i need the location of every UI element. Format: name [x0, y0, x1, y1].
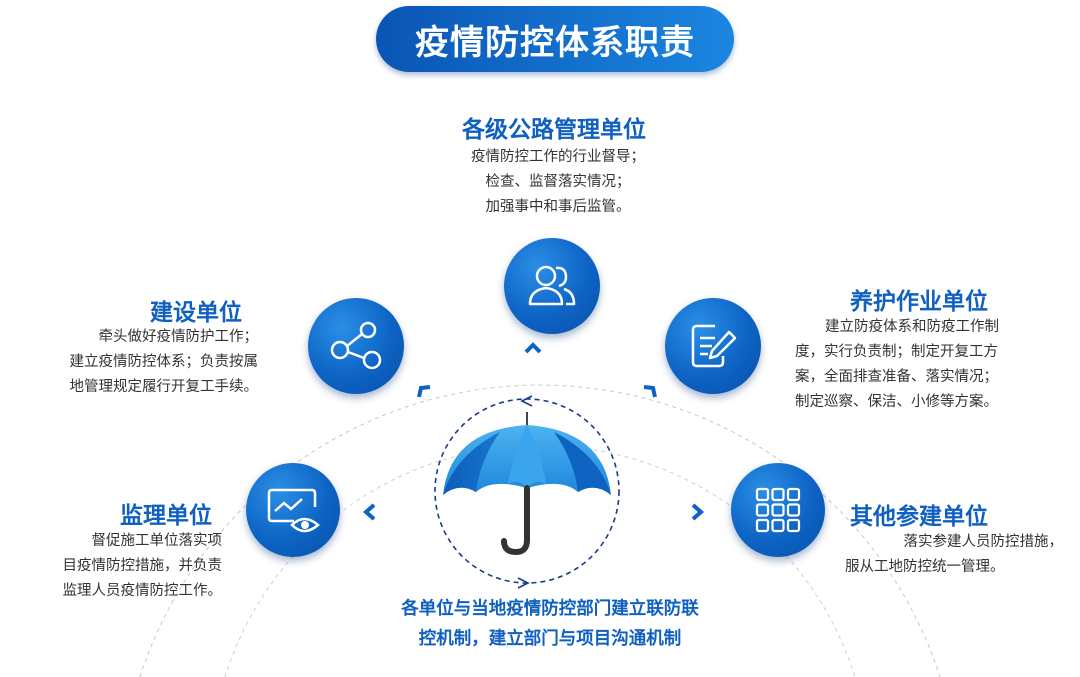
umbrella-icon	[443, 412, 611, 556]
right-upper-node-line: 制定巡察、保洁、小修等方案。	[795, 394, 998, 410]
right-lower-node-title: 其他参建单位	[850, 504, 988, 530]
chevron-upright-icon	[643, 385, 657, 398]
left-lower-node-line: 目疫情防控措施，并负责	[62, 558, 223, 574]
left-lower-node-description: 督促施工单位落实项 目疫情防控措施，并负责 监理人员疫情防控工作。	[20, 529, 223, 604]
edit-document-icon	[691, 324, 737, 368]
center-caption: 各单位与当地疫情防控部门建立联防联 控机制，建立部门与项目沟通机制	[340, 594, 760, 654]
right-upper-node-line: 案，全面排查准备、落实情况；	[795, 369, 998, 385]
top-node-line: 加强事中和事后监管。	[485, 199, 631, 215]
left-upper-node-line: 建立疫情防控体系；负责按属	[69, 354, 259, 370]
right-upper-node-description: 建立防疫体系和防疫工作制 度，实行负责制；制定开复工方 案，全面排查准备、落实情…	[795, 315, 1057, 415]
left-lower-node-icon-circle	[246, 463, 340, 557]
share-nodes-icon	[330, 321, 382, 370]
left-upper-node-icon-circle	[308, 298, 404, 394]
right-upper-node-line: 建立防疫体系和防疫工作制	[825, 319, 999, 335]
right-upper-node-line: 度，实行负责制；制定开复工方	[795, 344, 998, 360]
top-node-description: 疫情防控工作的行业督导； 检查、监督落实情况； 加强事中和事后监管。	[446, 145, 670, 220]
left-lower-node-title: 监理单位	[120, 503, 212, 529]
center-caption-line: 各单位与当地疫情防控部门建立联防联	[401, 599, 699, 619]
left-upper-node-line: 牵头做好疫情防护工作；	[98, 329, 259, 345]
circle-arrow-top	[520, 395, 533, 407]
chevron-up-icon	[524, 342, 542, 354]
center-caption-line: 控机制，建立部门与项目沟通机制	[418, 629, 682, 649]
top-node-title: 各级公路管理单位	[462, 117, 646, 143]
grid-apps-icon	[755, 487, 801, 533]
left-upper-node-description: 牵头做好疫情防护工作； 建立疫情防控体系；负责按属 地管理规定履行开复工手续。	[20, 325, 259, 400]
chevron-upleft-icon	[417, 385, 431, 398]
right-upper-node-title: 养护作业单位	[850, 289, 988, 315]
left-lower-node-line: 督促施工单位落实项	[91, 533, 223, 549]
monitor-eye-icon	[267, 488, 320, 533]
circle-arrow-bottom	[517, 577, 530, 589]
chevron-right-icon	[691, 503, 705, 521]
users-icon	[528, 265, 576, 306]
right-lower-node-icon-circle	[731, 463, 825, 557]
right-lower-node-line: 服从工地防控统一管理。	[845, 559, 1005, 575]
left-upper-node-line: 地管理规定履行开复工手续。	[69, 379, 259, 395]
left-upper-node-title: 建设单位	[150, 300, 242, 326]
right-upper-node-icon-circle	[665, 298, 761, 394]
right-lower-node-line: 落实参建人员防控措施，	[903, 534, 1064, 550]
top-node-line: 检查、监督落实情况；	[485, 174, 631, 190]
top-node-line: 疫情防控工作的行业督导；	[471, 149, 645, 165]
right-lower-node-description: 落实参建人员防控措施， 服从工地防控统一管理。	[845, 530, 1063, 580]
outer-dashed-arc	[139, 384, 941, 677]
left-lower-node-line: 监理人员疫情防控工作。	[62, 583, 223, 599]
chevron-left-icon	[362, 503, 376, 521]
title-banner: 疫情防控体系职责	[376, 6, 734, 72]
top-node-icon-circle	[504, 238, 600, 334]
page-title: 疫情防控体系职责	[415, 22, 695, 63]
